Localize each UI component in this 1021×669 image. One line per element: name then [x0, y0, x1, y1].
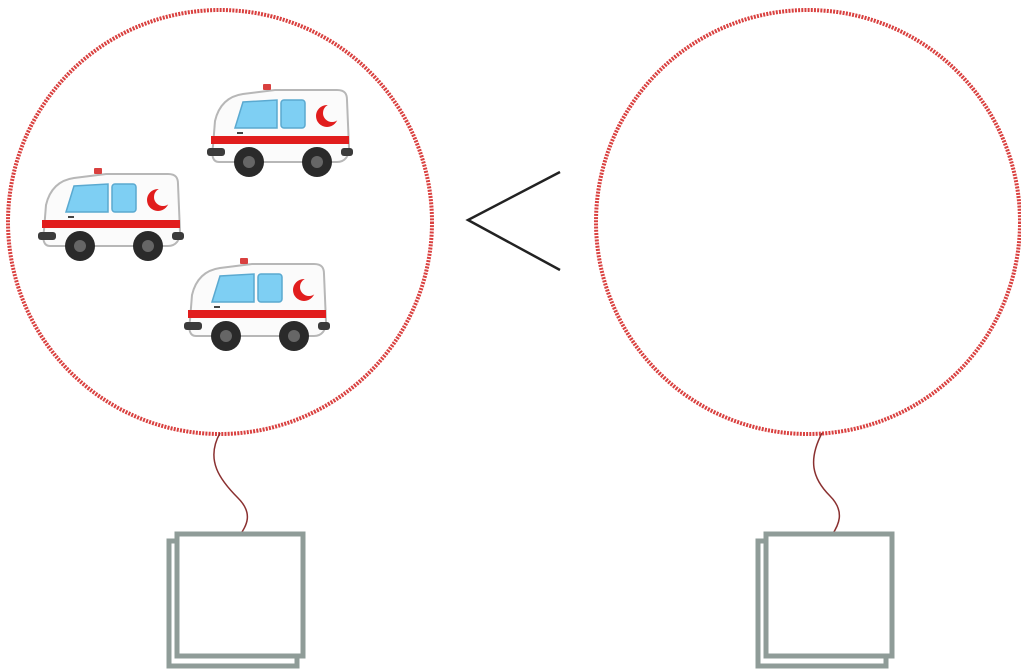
right-set-circle: [596, 10, 1020, 434]
left-string: [214, 433, 248, 535]
less-than-sign: [468, 172, 560, 270]
right-answer-box[interactable]: [758, 534, 892, 666]
left-answer-box[interactable]: [169, 534, 303, 666]
right-string: [814, 433, 840, 535]
